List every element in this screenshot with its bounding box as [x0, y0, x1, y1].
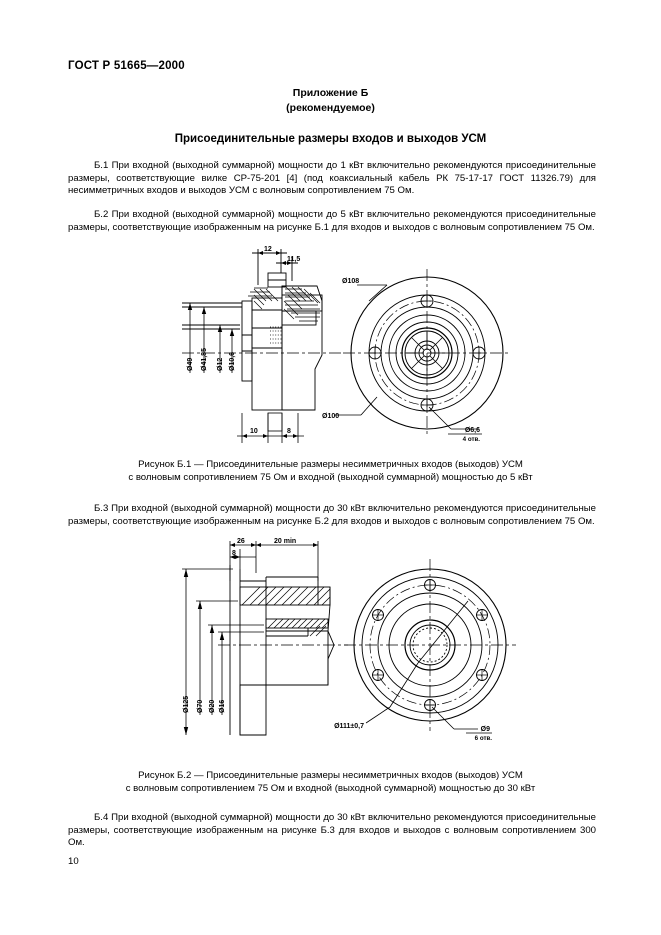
page-number: 10: [68, 856, 79, 867]
b2-dim-hole-count: 6 отв.: [475, 735, 493, 742]
page-title: Присоединительные размеры входов и выход…: [174, 133, 487, 145]
paragraph-b4: Б.4 При входной (выходной суммарной) мощ…: [68, 812, 596, 849]
b2-dim-top3: 8: [232, 550, 236, 557]
b1-top-dimensions: [252, 249, 298, 285]
b1-hatching-a: [248, 287, 272, 297]
figure-b2-caption: Рисунок Б.2 — Присоединительные размеры …: [0, 769, 661, 795]
b2-dim-left2: Ø70: [197, 700, 204, 713]
b2-dim-left3: Ø20: [209, 700, 216, 713]
figure-b1-caption-line2: с волновым сопротивлением 75 Ом и входно…: [128, 472, 533, 483]
paragraph-b1: Б.1 При входной (выходной суммарной) мощ…: [68, 160, 596, 197]
b2-left-dimensions: [182, 568, 264, 735]
paragraph-b2: Б.2 При входной (выходной суммарной) мощ…: [68, 209, 596, 233]
annex-heading-block: Приложение Б (рекомендуемое): [0, 86, 661, 116]
b1-dim-top1: 12: [264, 246, 272, 253]
b2-dim-top1: 26: [237, 538, 245, 545]
b1-dim-left2: Ø41,85: [201, 348, 208, 371]
b1-dim-bottom1: 10: [250, 428, 258, 435]
b2-top-dimensions: [229, 541, 319, 581]
figure-b2-svg: 26 20 min 8 Ø125 Ø70 Ø20 Ø16 Ø111±0,7 Ø9…: [182, 538, 516, 742]
figure-b1-svg: 12 11,5 Ø49 Ø41,85 Ø12 Ø10,6 10 8 Ø108 Ø…: [182, 246, 511, 443]
figure-b1-caption-line1: Рисунок Б.1 — Присоединительные размеры …: [138, 459, 523, 470]
figure-b2-caption-line1: Рисунок Б.2 — Присоединительные размеры …: [138, 770, 523, 781]
b2-section-body: [229, 565, 335, 736]
b2-dim-top2: 20 min: [274, 538, 296, 545]
b2-dim-left4: Ø16: [219, 700, 226, 713]
standard-header: ГОСТ Р 51665—2000: [68, 60, 185, 72]
b2-dim-hole: Ø9: [481, 726, 490, 733]
b2-dim-left1: Ø125: [183, 696, 190, 713]
b1-front-view: [335, 269, 511, 437]
b1-dim-bolt-circle: Ø100: [322, 413, 339, 420]
b1-left-dimensions: [187, 303, 235, 373]
paragraph-b3: Б.3 При входной (выходной суммарной) мощ…: [68, 503, 596, 527]
b1-bottom-dimensions: [237, 412, 304, 443]
annex-title: Приложение Б: [292, 87, 369, 99]
b1-hatching: [253, 286, 321, 344]
b2-front-view: [344, 559, 516, 731]
b1-dim-left3: Ø12: [217, 358, 224, 371]
figure-b2-caption-line2: с волновым сопротивлением 75 Ом и входно…: [125, 783, 536, 794]
b1-dim-hole-count: 4 отв.: [463, 436, 481, 443]
b1-dim-left1: Ø49: [187, 358, 194, 371]
figure-b2-drawing: 26 20 min 8 Ø125 Ø70 Ø20 Ø16 Ø111±0,7 Ø9…: [178, 535, 518, 760]
b1-dim-top2: 11,5: [287, 256, 300, 263]
b1-dim-bottom2: 8: [287, 428, 291, 435]
annex-subtitle: (рекомендуемое): [286, 102, 375, 114]
b1-dim-outer: Ø108: [342, 278, 359, 285]
b1-dim-hole: Ø6,6: [465, 427, 480, 434]
b2-hatching: [241, 586, 331, 637]
figure-b1-caption: Рисунок Б.1 — Присоединительные размеры …: [0, 458, 661, 484]
figure-b1-drawing: 12 11,5 Ø49 Ø41,85 Ø12 Ø10,6 10 8 Ø108 Ø…: [182, 243, 512, 453]
b2-dim-bolt-circle: Ø111±0,7: [334, 723, 364, 730]
b1-section-body: [182, 272, 323, 411]
b1-dim-left4: Ø10,6: [229, 352, 236, 371]
